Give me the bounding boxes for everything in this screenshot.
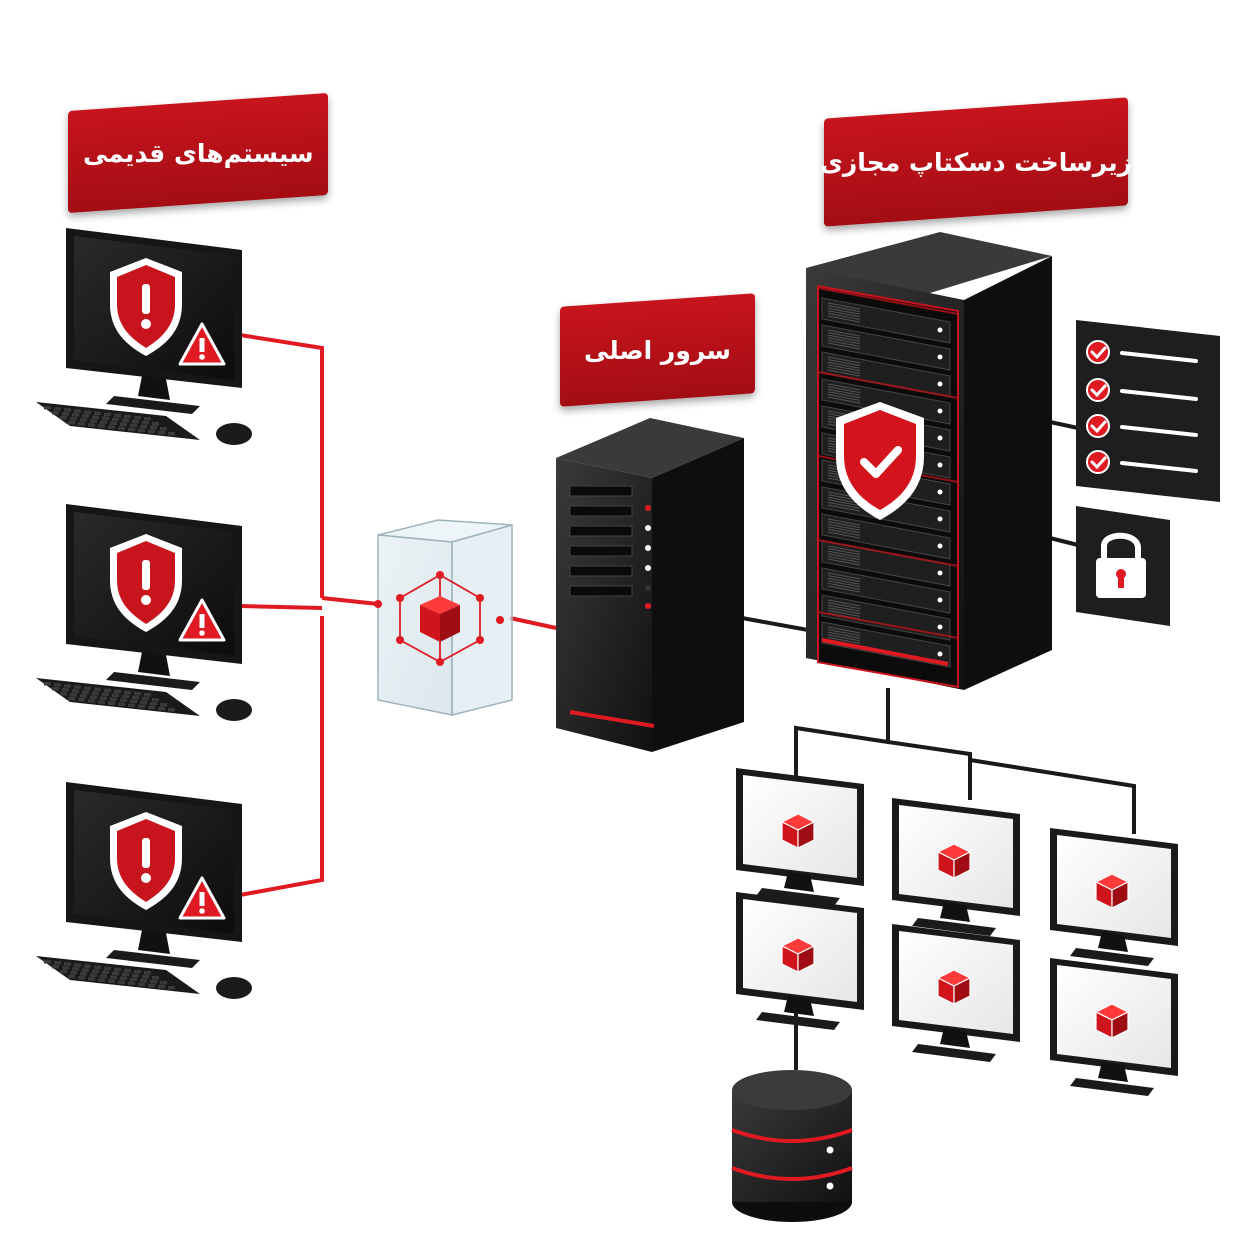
checklist-item bbox=[1086, 378, 1198, 402]
rack-unit bbox=[821, 351, 951, 398]
vdi-server-rack bbox=[806, 232, 1052, 690]
legacy-pc bbox=[36, 504, 252, 721]
red-cube-icon bbox=[936, 969, 972, 1005]
keyboard-icon bbox=[36, 678, 200, 716]
warning-triangle-icon bbox=[178, 598, 226, 642]
virtual-desktop-monitor bbox=[892, 798, 1020, 936]
virtual-desktop-monitor bbox=[1050, 958, 1178, 1096]
mouse-icon bbox=[216, 699, 252, 721]
link-legacy-2 bbox=[239, 604, 323, 610]
mouse-icon bbox=[216, 977, 252, 999]
rack-units bbox=[817, 287, 959, 668]
red-cube-icon bbox=[1094, 873, 1130, 909]
checkmark-shield-icon bbox=[836, 402, 924, 520]
rack-unit bbox=[821, 324, 951, 371]
legacy-pc bbox=[36, 782, 252, 999]
rack-unit bbox=[821, 621, 951, 668]
virtual-desktop-monitor bbox=[736, 768, 864, 906]
red-cube-icon bbox=[1094, 1003, 1130, 1039]
red-cube-icon bbox=[780, 937, 816, 973]
padlock-icon bbox=[1076, 506, 1170, 626]
rack-unit bbox=[821, 378, 951, 425]
warning-shield-icon bbox=[110, 534, 182, 632]
database-icon bbox=[731, 1070, 853, 1222]
legacy-systems-group bbox=[36, 228, 252, 999]
link-legacy-to-gateway bbox=[321, 596, 379, 606]
virtual-desktops-group bbox=[736, 768, 1178, 1096]
checklist-item bbox=[1086, 340, 1198, 364]
keyboard-icon bbox=[36, 956, 200, 994]
mouse-icon bbox=[216, 423, 252, 445]
checklist-item bbox=[1086, 450, 1198, 474]
link-legacy-1 bbox=[239, 333, 324, 598]
rack-unit bbox=[821, 297, 951, 344]
main-server-label: سرور اصلی bbox=[560, 293, 755, 407]
gateway-glass-cube-icon bbox=[374, 519, 513, 716]
virtual-desktop-monitor bbox=[736, 892, 864, 1030]
virtual-desktop-monitor bbox=[1050, 828, 1178, 966]
checklist-item bbox=[1086, 414, 1198, 438]
virtual-desktop-monitor bbox=[892, 924, 1020, 1062]
link-gateway-to-server bbox=[509, 616, 557, 630]
legacy-pc bbox=[36, 228, 252, 445]
warning-triangle-icon bbox=[178, 876, 226, 920]
rack-unit bbox=[821, 567, 951, 614]
checklist-icon bbox=[1076, 320, 1220, 502]
warning-shield-icon bbox=[110, 258, 182, 356]
keyboard-icon bbox=[36, 402, 200, 440]
link-legacy-3 bbox=[239, 616, 324, 897]
main-server-tower bbox=[556, 418, 744, 752]
red-cube-icon bbox=[936, 843, 972, 879]
red-cube-icon bbox=[780, 813, 816, 849]
rack-unit bbox=[821, 540, 951, 587]
link-vdi-to-checklist bbox=[1049, 420, 1079, 430]
link-vdi-to-desktops bbox=[794, 688, 1136, 834]
warning-triangle-icon bbox=[178, 322, 226, 366]
rack-unit bbox=[821, 513, 951, 560]
vdi-infrastructure-label: زیرساخت دسکتاپ مجازی bbox=[820, 97, 1132, 227]
link-vdi-to-lock bbox=[1049, 536, 1079, 547]
link-server-to-vdi bbox=[741, 616, 809, 632]
warning-shield-icon bbox=[110, 812, 182, 910]
legacy-systems-label: سیستم‌های قدیمی bbox=[68, 92, 328, 214]
